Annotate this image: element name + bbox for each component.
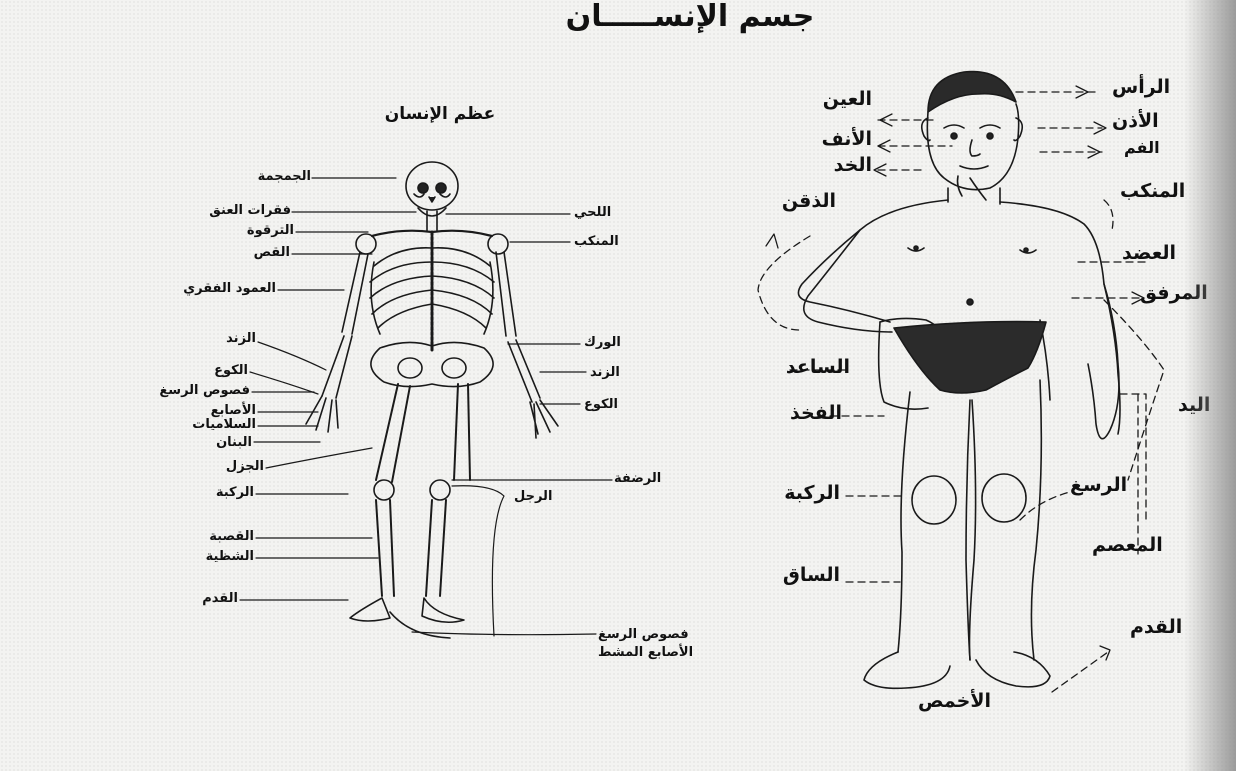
label-hip: الورك (584, 336, 621, 349)
label-body-foot: القدم (1130, 618, 1182, 637)
label-arm: العضد (1122, 244, 1176, 263)
label-nose: الأنف (822, 130, 872, 149)
label-tarsals: فصوص الرسغ (598, 628, 689, 641)
label-carpals: فصوص الرسغ (159, 384, 250, 397)
label-neck-vertebrae: فقرات العنق (209, 204, 291, 217)
label-thigh: الفخذ (790, 404, 842, 423)
label-cheek: الخد (834, 156, 872, 175)
label-fist: المعصم (1092, 536, 1163, 555)
skull-shape (406, 162, 458, 210)
label-wrist-left: الكوع (214, 364, 248, 377)
label-jaw: اللحي (574, 206, 611, 219)
label-skull: الجمجمة (258, 170, 311, 183)
label-hand: اليد (1178, 396, 1210, 415)
label-ear: الأذن (1112, 112, 1159, 131)
label-head: الرأس (1112, 78, 1170, 97)
label-metacarpals: السلاميات (192, 418, 256, 431)
label-shoulder: المنكب (1120, 182, 1185, 201)
skeleton-figure (306, 162, 558, 638)
label-shin: الساق (783, 566, 840, 585)
label-foot: القدم (202, 592, 238, 605)
label-forearm: الساعد (786, 358, 850, 377)
label-spine: العمود الفقري (183, 282, 276, 295)
page-title: جسم الإنســـــان (505, 2, 875, 32)
label-eye: العين (823, 90, 872, 109)
label-kneecap: الركبة (216, 486, 254, 499)
label-knee: الركبة (784, 484, 840, 503)
label-tibia: القصبة (209, 530, 254, 543)
label-shoulder-bone: المنكب (574, 235, 619, 248)
label-radius-right: الزند (590, 366, 620, 379)
label-phalanges: البنان (216, 436, 252, 449)
label-radius-left: الزند (226, 332, 256, 345)
label-elbow: المرفق (1140, 284, 1208, 303)
label-metatarsals: الأصابع المشط (598, 646, 693, 659)
label-mouth: الفم (1124, 140, 1160, 156)
label-sternum: القص (254, 246, 290, 259)
label-chin: الذقن (782, 192, 836, 211)
skeleton-title: عظم الإنسان (355, 106, 525, 123)
label-leg: الرجل (514, 490, 552, 503)
label-sole: الأخمص (918, 692, 991, 711)
label-fibula: الشظية (206, 550, 254, 563)
label-wrist: الرسغ (1070, 476, 1127, 495)
label-collarbone: الترقوة (247, 224, 294, 237)
label-femur: الجزل (226, 460, 264, 473)
label-patella: الرضفة (614, 472, 661, 485)
label-wrist-right: الكوع (584, 398, 618, 411)
skeleton-leader-lines (240, 178, 612, 636)
label-fingers: الأصابع (211, 404, 256, 417)
